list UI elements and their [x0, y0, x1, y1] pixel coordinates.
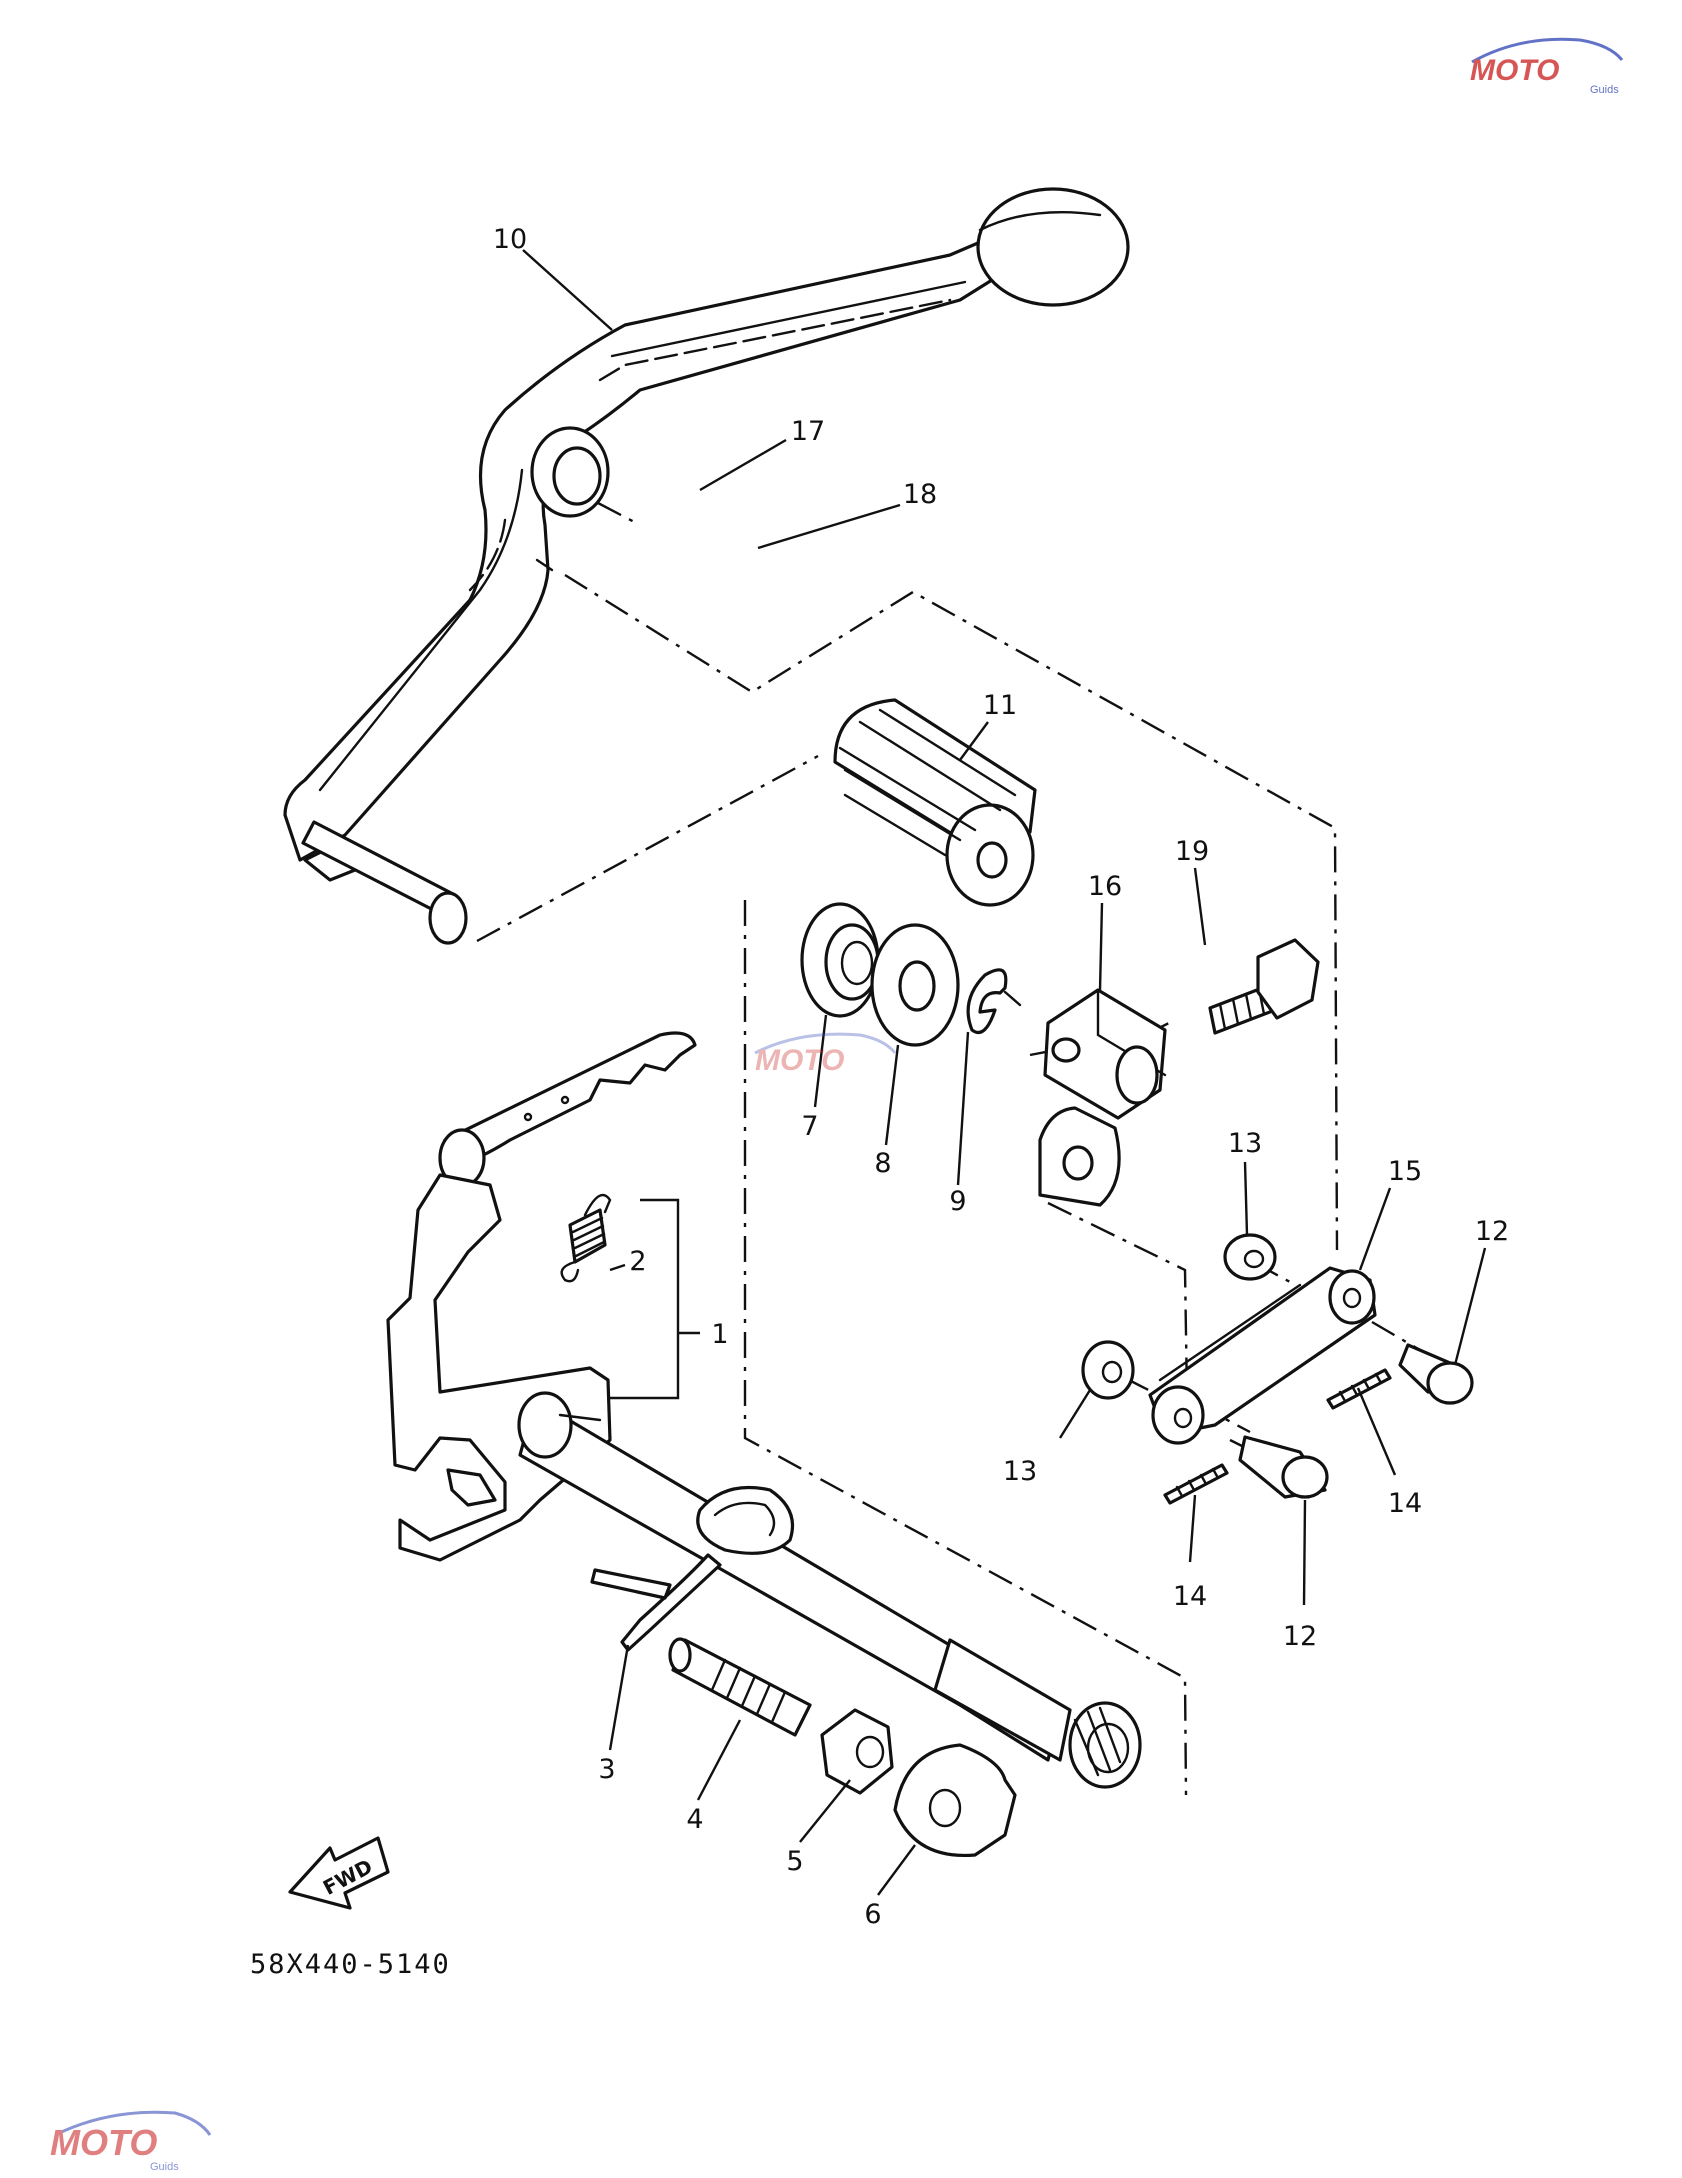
callout-leaders [522, 249, 1487, 1896]
document-number: 58X440-5140 [250, 1949, 451, 1980]
shift-link-rod [1148, 1266, 1377, 1445]
callout-8: 8 [874, 1148, 891, 1179]
watermark-logo-subtext-bottom: Guids [150, 2161, 179, 2173]
pedal-rubber-footpad [833, 698, 1037, 907]
cotter-pin-lower [1163, 1463, 1229, 1505]
clamp-bolt [1208, 938, 1320, 1035]
brake-shaft-assembly [386, 1031, 1142, 1789]
callout-18: 18 [903, 479, 937, 510]
callout-14-right: 14 [1388, 1488, 1422, 1519]
assembly-guide-lines [476, 501, 1421, 1796]
callout-1: 1 [711, 1319, 728, 1350]
forward-direction-marker: FWD [288, 1836, 390, 1910]
watermark-top-right: MOTO Guids [1470, 37, 1624, 96]
callout-6: 6 [864, 1899, 881, 1930]
circlip [966, 968, 1022, 1035]
link-pin-lower [1238, 1435, 1329, 1499]
watermark-bottom-left: MOTO Guids [50, 2110, 212, 2173]
callout-11: 11 [983, 690, 1017, 721]
pedal-clamp-arm [1038, 988, 1167, 1207]
callout-9: 9 [949, 1186, 966, 1217]
watermark-logo-text: MOTO [1470, 54, 1559, 87]
watermark-logo-text-bottom: MOTO [50, 2122, 157, 2163]
callout-7: 7 [801, 1111, 818, 1142]
callout-3: 3 [598, 1754, 615, 1785]
callout-2: 2 [629, 1246, 646, 1277]
hex-nut [820, 1708, 894, 1795]
callout-12-lower: 12 [1283, 1621, 1317, 1652]
lock-plate [893, 1743, 1017, 1858]
callout-12-upper: 12 [1475, 1216, 1509, 1247]
callout-16: 16 [1088, 871, 1122, 902]
callout-5: 5 [786, 1846, 803, 1877]
brake-pedal [283, 187, 1130, 945]
callout-4: 4 [686, 1804, 703, 1835]
link-washer-lower [1081, 1340, 1135, 1400]
callout-13-upper: 13 [1228, 1128, 1262, 1159]
callout-10: 10 [493, 224, 527, 255]
oil-seal [800, 902, 880, 1018]
callout-15: 15 [1388, 1156, 1422, 1187]
stud-bolt [668, 1637, 812, 1737]
callout-13-lower: 13 [1003, 1456, 1037, 1487]
callout-17: 17 [791, 416, 825, 447]
flat-washer [870, 923, 960, 1047]
torsion-spring [590, 1486, 795, 1652]
link-pin-upper [1398, 1343, 1474, 1405]
callout-14-left: 14 [1173, 1581, 1207, 1612]
callout-19: 19 [1175, 836, 1209, 867]
watermark-center: MOTO [754, 1032, 897, 1077]
watermark-logo-subtext: Guids [1590, 84, 1619, 96]
link-washer-upper [1223, 1233, 1277, 1281]
return-spring [560, 1193, 612, 1283]
watermark-logo-text-center: MOTO [755, 1044, 844, 1077]
callout-labels: 1 2 3 4 5 6 7 8 9 10 11 12 12 13 13 14 1… [493, 224, 1509, 1930]
